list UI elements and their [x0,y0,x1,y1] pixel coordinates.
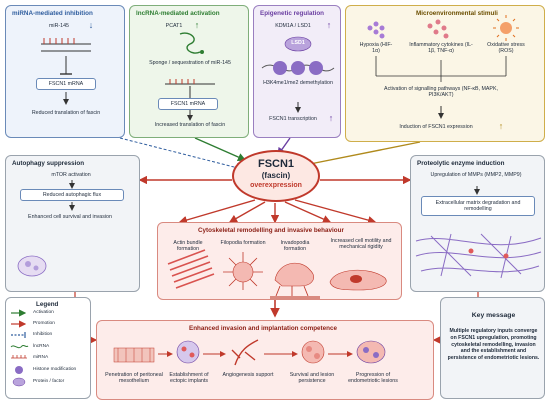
lncrna-fscn1-mrna-box: FSCN1 mRNA [158,98,218,110]
kdm-label: KDM1A / LSD1 [275,23,311,29]
legend-protein: Protein / factor [33,379,65,384]
lncrna-strand-icon [165,32,215,121]
to-cyto-arrow-5 [294,199,377,225]
fscn1-center-node [232,150,320,202]
oxidative-label: Oxidative stress (ROS) [487,42,525,55]
mirna-inhibition-arrow [119,137,239,169]
proteolytic-title: Proteolytic enzyme induction [417,160,505,167]
cyto-item-4: Increased cell motility and mechanical r… [330,238,392,251]
induction-label: Induction of FSCN1 expression [399,124,473,130]
pcat1-label: PCAT1 [165,23,183,29]
cyto-item-2: Filopodia formation [220,240,266,246]
to-cyto-arrow-2 [228,201,266,223]
proteolytic-panel: Proteolytic enzyme induction Upregulatio… [410,155,545,292]
invadopodia-icon [270,262,320,299]
cytokines-label: Inflammatory cytokines (IL-1β, TNF-α) [409,42,473,55]
key-message-panel: Key message Multiple regulatory inputs c… [440,297,545,399]
mesothelium-icon [113,347,155,363]
lesion-icon [301,340,325,364]
autophagy-outcome: Enhanced cell survival and invasion [28,214,112,220]
fscn1-line3: overexpression [250,182,302,189]
invasion-step-5: Progression of endometriotic lesions [348,372,398,385]
key-title: Key message [471,312,516,319]
cyto-item-1: Actin bundle formation [173,240,203,253]
lncrna-panel: lncRNA-mediated activation PCAT1 ↑ Spong… [129,5,249,138]
pathways-label: Activation of signalling pathways (NF-κB… [384,86,498,99]
nucleosome-icon [261,36,335,113]
up-arrow-icon: ↑ [326,20,332,30]
filopodia-icon [223,252,263,290]
legend-lncrna: lncRNA [33,344,50,349]
legend-inhibition: Inhibition [33,332,53,337]
micro-panel: Microenvironmental stimuli Hypoxia (HIF-… [345,5,545,142]
up-arrow-icon: ↑ [194,20,200,30]
micro-arrow [303,141,421,168]
mirna-panel: miRNA-mediated inhibition miR-145 ↓ FSCN… [5,5,125,138]
lncrna-outcome: Increased translation of fascin [154,122,226,128]
epigenetic-outcome: FSCN1 transcription [269,116,317,122]
legend-histone: Histone modification [33,367,77,372]
invasion-title: Enhanced invasion and implantation compe… [189,325,338,332]
invasion-step-3: Angiogenesis support [222,372,274,378]
mtor-label: mTOR activation [51,172,91,178]
cyto-title: Cytoskeletal remodelling and invasive be… [198,227,344,234]
down-arrow-icon: ↓ [88,20,94,30]
to-cyto-arrow-1 [178,199,256,225]
hypoxia-label: Hypoxia (HIF-1α) [359,42,393,55]
progression-icon [356,340,386,364]
legend-mirna: miRNA [33,355,49,360]
mirna-outcome: Reduced translation of fascin [31,110,101,116]
up-arrow-icon: ↑ [498,121,504,131]
implant-icon [176,340,200,364]
epigenetic-panel: Epigenetic regulation KDM1A / LSD1 ↑ LSD… [253,5,341,138]
cyto-item-3: Invadopodia formation [280,240,310,253]
legend-activation: Activation [33,310,54,315]
flux-box: Reduced autophagic flux [20,189,124,201]
up-arrow-icon: ↑ [328,113,334,123]
autophagy-title: Autophagy suppression [12,160,85,167]
stimuli-icons [367,15,519,119]
key-text: Multiple regulatory inputs converge on F… [447,328,540,361]
epigenetic-title: Epigenetic regulation [260,10,325,17]
lncrna-title: lncRNA-mediated activation [136,10,220,17]
invasion-step-1: Penetration of peritoneal mesothelium [105,372,163,385]
ecm-box: Extracellular matrix degradation and rem… [421,196,535,216]
mirna-fscn1-mrna-box: FSCN1 mRNA [36,78,96,90]
h3k-label: H3K4me1/me2 demethylation [263,80,333,86]
fscn1-line2: (fascin) [261,171,291,180]
invasion-step-4: Survival and lesion persistence [289,372,335,385]
mirna-title: miRNA-mediated inhibition [12,10,93,17]
lncrna-activation-arrow [194,137,247,162]
to-cyto-arrow-4 [284,201,332,223]
autophagy-arrows [17,180,75,277]
mirna-hairpin-icon [41,38,91,105]
actin-bundle-icon [167,249,215,289]
mmp-label: Upregulation of MMPs (MMP2, MMP9) [430,172,522,178]
micro-title: Microenvironmental stimuli [416,10,498,17]
sponge-label: Sponge / sequestration of miR-145 [149,60,231,66]
autophagy-panel: Autophagy suppression mTOR activation Re… [5,155,140,292]
invasion-step-2: Establishment of ectopic implants [169,372,209,385]
ecm-fibres-icon [415,186,542,279]
legend-promotion: Promotion [33,321,55,326]
motile-cell-icon [329,269,387,291]
mirna-label: miR-145 [48,23,70,29]
fscn1-line1: FSCN1 [257,158,295,170]
lsd1-badge: LSD1 [291,40,305,46]
legend-title: Legend [36,301,59,308]
angiogenesis-icon [231,339,259,366]
